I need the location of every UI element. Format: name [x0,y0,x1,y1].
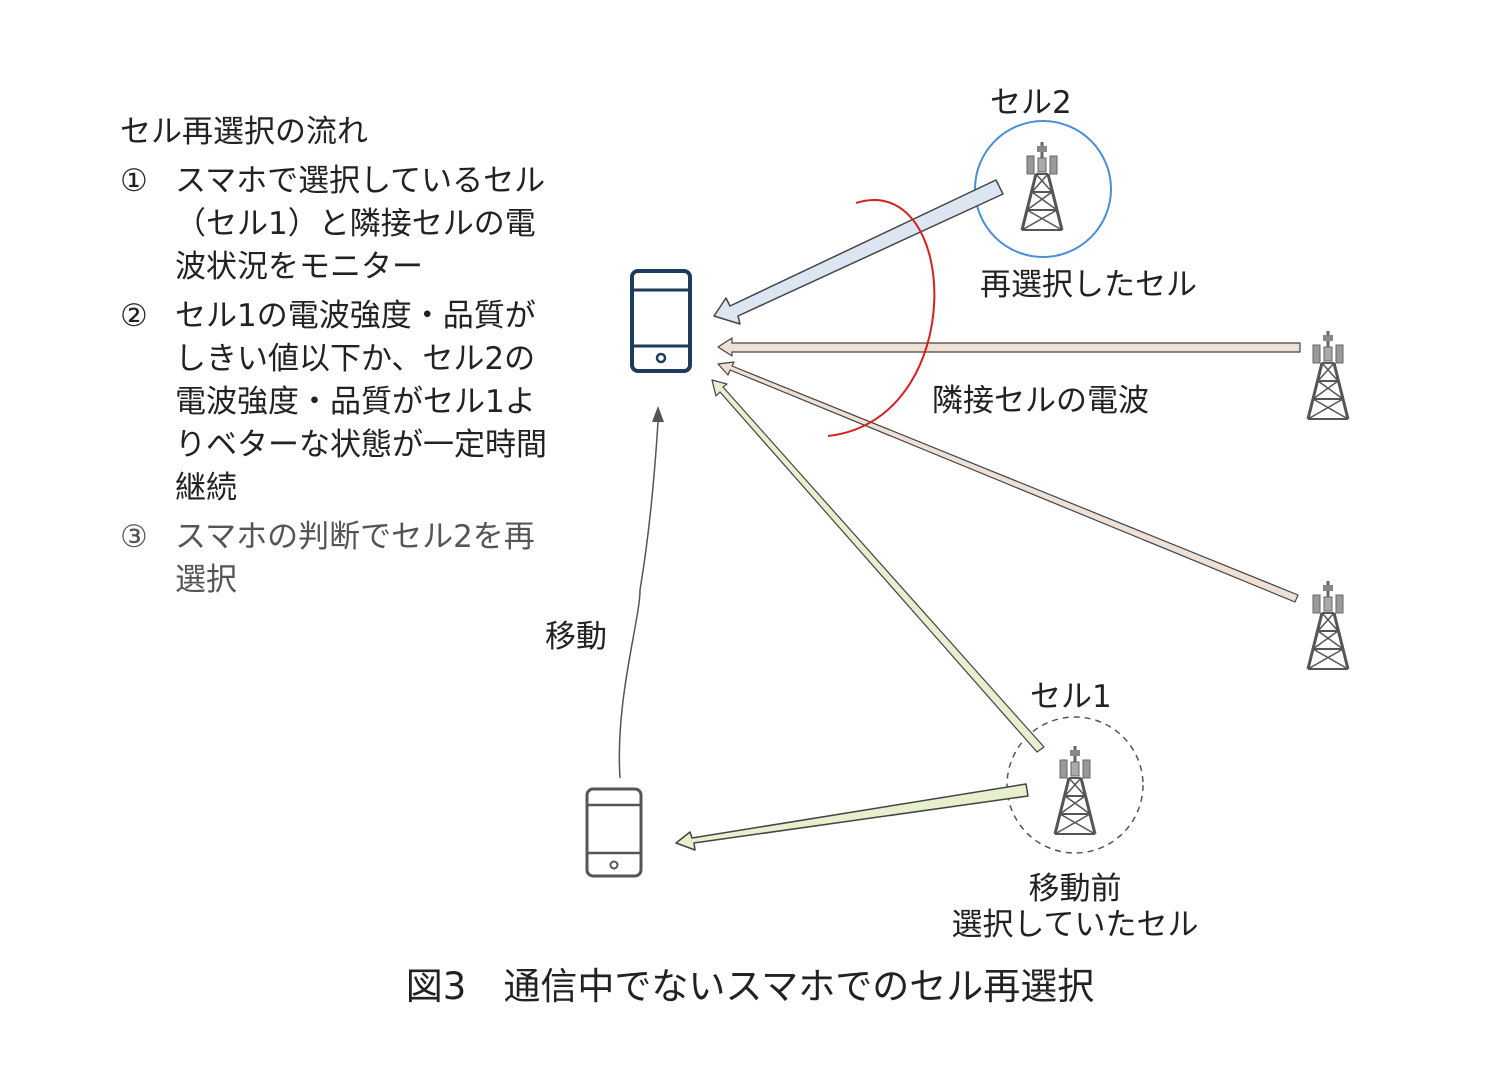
step-1: ① スマホで選択しているセル（セル1）と隣接セルの電波状況をモニター [120,160,550,289]
step-2-text: セル1の電波強度・品質がしきい値以下か、セル2の電波強度・品質がセル1よりベター… [175,298,547,506]
cell1-to-phone-arrow [711,379,1045,753]
neighbor-tower-icon-2 [1306,579,1350,671]
neighbor-wave-arc [827,199,936,437]
reselection-steps: セル再選択の流れ ① スマホで選択しているセル（セル1）と隣接セルの電波状況をモ… [120,110,550,608]
reselected-cell-label: 再選択したセル [980,267,1197,303]
step-1-text: スマホで選択しているセル（セル1）と隣接セルの電波状況をモニター [175,163,546,285]
step-3: ③ スマホの判断でセル2を再選択 [120,516,550,602]
cell2-coverage-circle [974,120,1112,258]
figure-caption: 図3 通信中でないスマホでのセル再選択 [405,965,1095,1008]
neighbor-tower-icon-1 [1306,329,1350,421]
step-2: ② セル1の電波強度・品質がしきい値以下か、セル2の電波強度・品質がセル1よりベ… [120,295,550,510]
cell2-label: セル2 [990,85,1072,121]
neighbor-wave-arrow-2 [717,361,1299,603]
step-2-number: ② [120,298,148,334]
cell1-tower-icon [1053,744,1097,836]
cell1-coverage-circle [1006,716,1144,854]
move-arrow-head [652,406,664,422]
smartphone-current-icon [630,269,692,373]
step-3-number: ③ [120,519,148,555]
cell1-to-old-phone-arrow [675,783,1029,851]
cell1-label: セル1 [1030,679,1112,715]
move-label: 移動 [545,619,607,655]
steps-title: セル再選択の流れ [120,114,368,150]
step-1-number: ① [120,163,148,199]
before-move-label-line1: 移動前 [1028,871,1122,907]
neighbor-wave-arrow-1 [717,337,1301,357]
cell2-tower-icon [1020,140,1064,232]
move-arrow-line [618,421,659,779]
neighbor-wave-label: 隣接セルの電波 [932,383,1149,419]
cell2-wave-arrow [713,179,1004,325]
step-3-text: スマホの判断でセル2を再選択 [175,519,535,598]
smartphone-old-icon [585,787,643,878]
before-move-label-line2: 選択していたセル [951,907,1199,943]
